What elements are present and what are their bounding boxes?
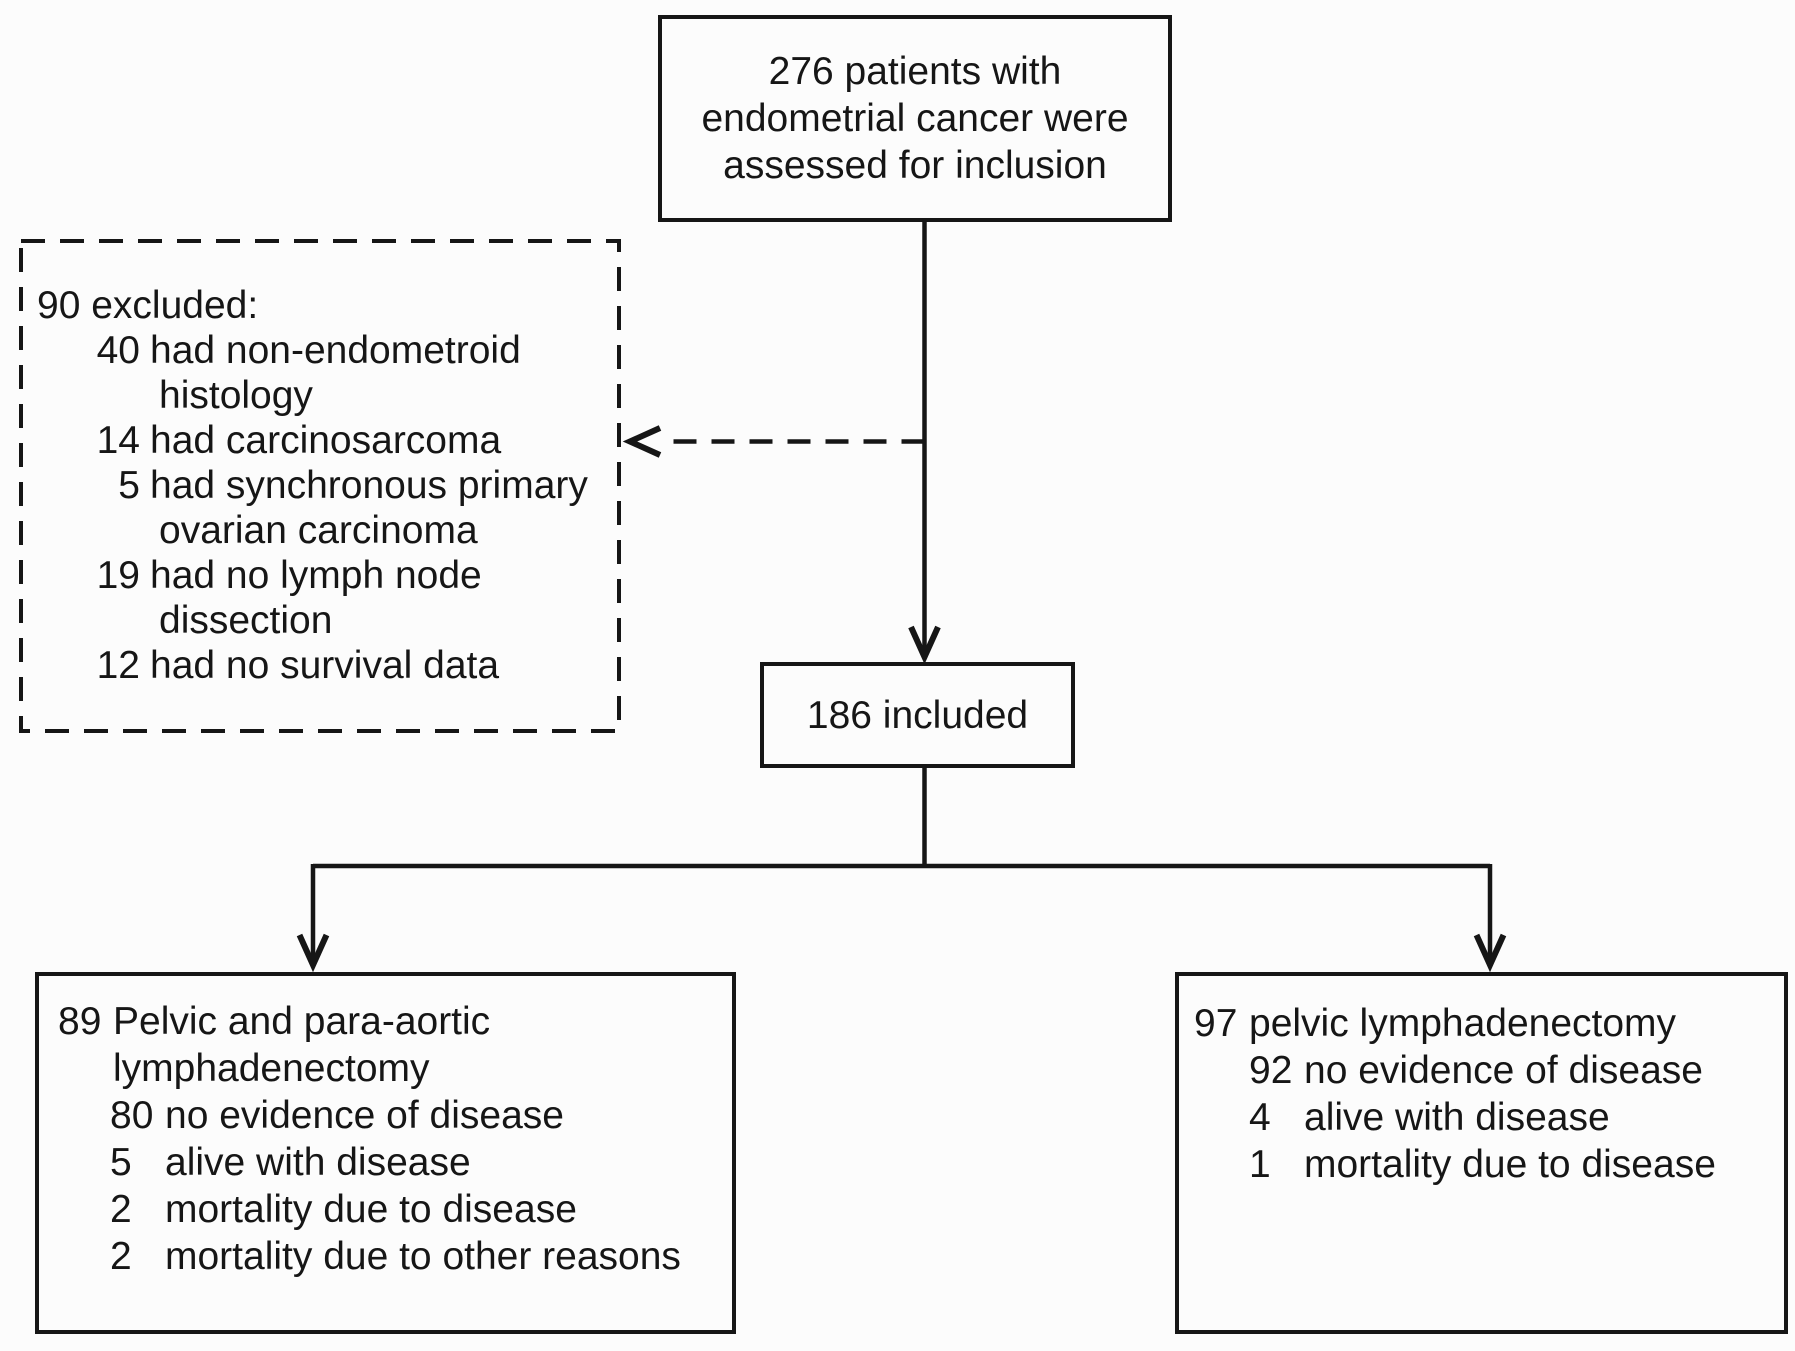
arrow-to-left-box-head [296,933,330,973]
outcome-item-count: 92 [1249,1049,1293,1092]
outcome-item-text: no evidence of disease [1304,1049,1703,1092]
arrow-to-right-box-head [1473,933,1507,973]
outcome-item-text: alive with disease [165,1141,471,1184]
excluded-item: 14 had carcinosarcoma [85,418,609,463]
included-box-text: 186 included [806,693,1029,737]
outcome-item: 4 alive with disease [1249,1094,1774,1141]
excluded-item-text: had synchronous primary ovarian carcinom… [150,464,588,552]
outcome-item: 2 mortality due to other reasons [110,1233,722,1280]
excluded-item-count: 19 [96,554,140,597]
outcome-lead: 89 Pelvic and para-aortic lymphadenectom… [58,998,722,1092]
excluded-box: 90 excluded: 40 had non-endometroid hist… [21,241,619,731]
outcome-lead-text: Pelvic and para-aortic lymphadenectomy [113,1000,491,1090]
outcome-item: 80 no evidence of disease [110,1092,722,1139]
outcome-item: 2 mortality due to disease [110,1186,722,1233]
arrow-top-to-included-head [908,625,941,665]
excluded-title: 90 excluded: [37,284,259,327]
excluded-item-text: had non-endometroid histology [150,329,521,417]
outcome-item-count: 4 [1249,1096,1271,1139]
outcome-item-count: 1 [1249,1143,1271,1186]
outcome-item-count: 5 [110,1141,132,1184]
excluded-item-text: had carcinosarcoma [150,419,502,462]
outcome-item: 1 mortality due to disease [1249,1141,1774,1188]
outcome-item-text: mortality due to other reasons [165,1235,681,1278]
outcome-item: 5 alive with disease [110,1139,722,1186]
assessed-box: 276 patients with endometrial cancer wer… [658,15,1172,222]
outcome-item-text: no evidence of disease [165,1094,564,1137]
outcome-lead-text: pelvic lymphadenectomy [1249,1002,1677,1045]
excluded-item-count: 14 [96,419,140,462]
outcome-item-count: 80 [110,1094,154,1137]
excluded-item: 12 had no survival data [85,643,609,688]
outcome-item-count: 2 [110,1235,132,1278]
excluded-item-count: 5 [118,464,140,507]
excluded-item: 19 had no lymph node dissection [85,553,609,643]
arrow-excluded-head [622,425,662,458]
outcome-item-text: mortality due to disease [165,1188,577,1231]
excluded-item: 40 had non-endometroid histology [85,328,609,418]
outcome-lead: 97 pelvic lymphadenectomy [1194,1000,1774,1047]
pelvic-paraaortic-box: 89 Pelvic and para-aortic lymphadenectom… [35,972,736,1334]
included-box: 186 included [760,662,1075,768]
excluded-item-count: 40 [96,329,140,372]
outcome-item-text: mortality due to disease [1304,1143,1716,1186]
excluded-item-text: had no survival data [150,644,500,687]
outcome-lead-count: 89 [58,1000,102,1043]
outcome-item: 92 no evidence of disease [1249,1047,1774,1094]
assessed-box-text: 276 patients with endometrial cancer wer… [701,50,1129,187]
excluded-items: 40 had non-endometroid histology 14 had … [85,328,609,688]
outcome-item-text: alive with disease [1304,1096,1610,1139]
excluded-item-count: 12 [96,644,140,687]
excluded-item-text: had no lymph node dissection [150,554,482,642]
excluded-item: 5 had synchronous primary ovarian carcin… [85,463,609,553]
outcome-lead-count: 97 [1194,1002,1238,1045]
pelvic-box: 97 pelvic lymphadenectomy 92 no evidence… [1175,972,1788,1334]
outcome-item-count: 2 [110,1188,132,1231]
